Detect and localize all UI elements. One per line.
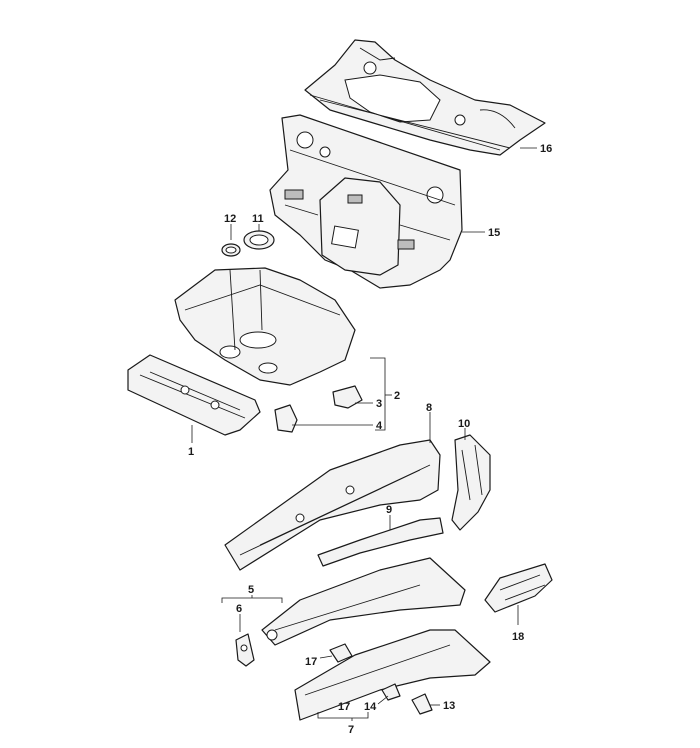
callout-labels: 1 2 3 4 5 6 7 8 9 10 11 12 13 14 15 16 1… bbox=[188, 143, 552, 736]
part-17-bracket bbox=[329, 643, 353, 663]
callout-1: 1 bbox=[188, 446, 194, 458]
callout-17-lower: 17 bbox=[338, 701, 350, 713]
callout-18: 18 bbox=[512, 631, 524, 643]
part-10-pillar bbox=[451, 434, 491, 531]
callout-3: 3 bbox=[376, 398, 382, 410]
part-4-bracket bbox=[274, 404, 298, 433]
leader-lines bbox=[191, 147, 537, 721]
callout-16: 16 bbox=[540, 143, 552, 155]
callout-5: 5 bbox=[248, 584, 254, 596]
part-2-floor-pan bbox=[174, 267, 356, 386]
part-3-bracket bbox=[332, 385, 363, 409]
part-12-grommet bbox=[221, 243, 241, 257]
part-1-cross-member bbox=[127, 354, 261, 436]
callout-6: 6 bbox=[236, 603, 242, 615]
part-14-bracket bbox=[381, 683, 401, 701]
callout-8: 8 bbox=[426, 402, 432, 414]
part-9-reinforcement bbox=[317, 517, 444, 567]
part-7-sill bbox=[294, 629, 491, 721]
callout-9: 9 bbox=[386, 504, 392, 516]
callout-14: 14 bbox=[364, 701, 377, 713]
part-6-plate bbox=[235, 633, 255, 667]
part-13-bracket bbox=[411, 693, 433, 715]
callout-4: 4 bbox=[376, 420, 383, 432]
callout-12: 12 bbox=[224, 213, 236, 225]
part-5-rail bbox=[261, 557, 466, 646]
part-15-bulkhead bbox=[269, 114, 463, 289]
callout-7: 7 bbox=[348, 724, 354, 736]
part-16-upper-panel bbox=[304, 39, 546, 156]
callout-17-upper: 17 bbox=[305, 656, 317, 668]
part-11-ring bbox=[243, 230, 275, 250]
callout-13: 13 bbox=[443, 700, 455, 712]
part-8-longitudinal bbox=[224, 439, 441, 571]
callout-11: 11 bbox=[252, 213, 264, 225]
callout-2: 2 bbox=[394, 390, 400, 402]
callout-10: 10 bbox=[458, 418, 470, 430]
part-18-panel bbox=[484, 563, 553, 613]
callout-15: 15 bbox=[488, 227, 500, 239]
